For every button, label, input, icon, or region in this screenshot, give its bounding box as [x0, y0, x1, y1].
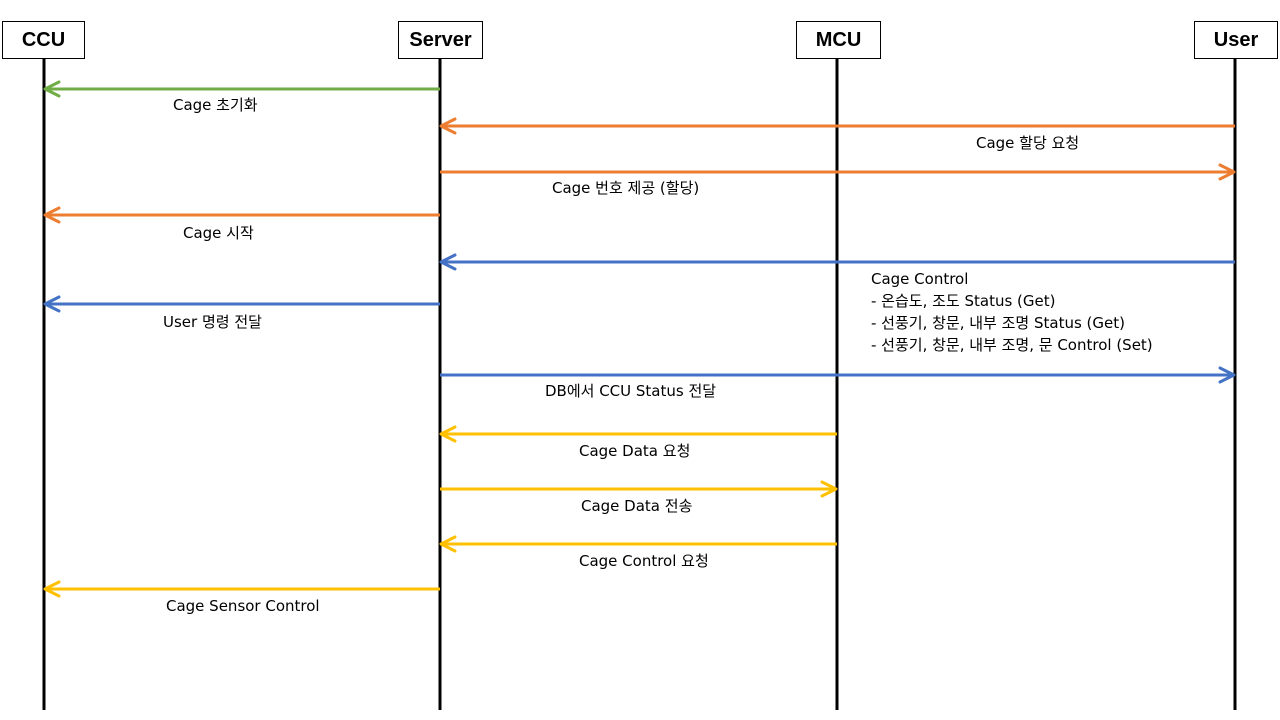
message-arrow-server-to-ccu: [43, 580, 440, 598]
actor-user: User: [1194, 21, 1278, 59]
message-label-server-to-mcu-data-send: Cage Data 전송: [581, 497, 693, 515]
arrow-head: [439, 535, 457, 553]
arrow-head: [43, 295, 61, 313]
message-arrow-server-to-user: [440, 366, 1236, 384]
message-label-server-to-ccu-sensor-control: Cage Sensor Control: [166, 597, 320, 615]
message-label-server-to-ccu-user-command: User 명령 전달: [163, 313, 262, 331]
arrow-head: [439, 425, 457, 443]
message-arrow-server-to-ccu: [43, 80, 440, 98]
note-line-title: Cage Control: [871, 270, 969, 288]
arrow-head: [1218, 163, 1236, 181]
message-label-server-to-user-db-status: DB에서 CCU Status 전달: [545, 382, 717, 400]
actor-server: Server: [398, 21, 483, 59]
message-label-mcu-to-server-data-request: Cage Data 요청: [579, 442, 691, 460]
message-note-user-to-server-cage-control: Cage Control - 온습도, 조도 Status (Get) - 선풍기,…: [871, 268, 1153, 356]
message-arrow-user-to-server: [439, 117, 1235, 135]
message-arrow-user-to-server: [439, 253, 1235, 271]
note-line-1: - 온습도, 조도 Status (Get): [871, 292, 1056, 310]
message-label-server-to-ccu-start: Cage 시작: [183, 224, 254, 242]
arrow-head: [43, 580, 61, 598]
message-label-server-to-user-cage-number: Cage 번호 제공 (할당): [552, 179, 700, 197]
arrow-head: [43, 206, 61, 224]
message-arrow-mcu-to-server: [439, 535, 837, 553]
message-arrow-server-to-mcu: [440, 480, 838, 498]
message-label-user-to-server-assign-request: Cage 할당 요청: [976, 134, 1080, 152]
message-arrow-server-to-ccu: [43, 295, 440, 313]
arrow-head: [43, 80, 61, 98]
note-line-2: - 선풍기, 창문, 내부 조명 Status (Get): [871, 314, 1125, 332]
note-line-3: - 선풍기, 창문, 내부 조명, 문 Control (Set): [871, 336, 1153, 354]
message-arrow-server-to-ccu: [43, 206, 440, 224]
message-label-server-to-ccu-init: Cage 초기화: [173, 96, 258, 114]
arrow-head: [439, 117, 457, 135]
actor-ccu: CCU: [2, 21, 85, 59]
actor-mcu: MCU: [796, 21, 881, 59]
arrow-head: [439, 253, 457, 271]
message-arrow-server-to-user: [440, 163, 1236, 181]
message-label-mcu-to-server-control-request: Cage Control 요청: [579, 552, 709, 570]
arrow-head: [820, 480, 838, 498]
message-arrow-mcu-to-server: [439, 425, 837, 443]
arrow-head: [1218, 366, 1236, 384]
